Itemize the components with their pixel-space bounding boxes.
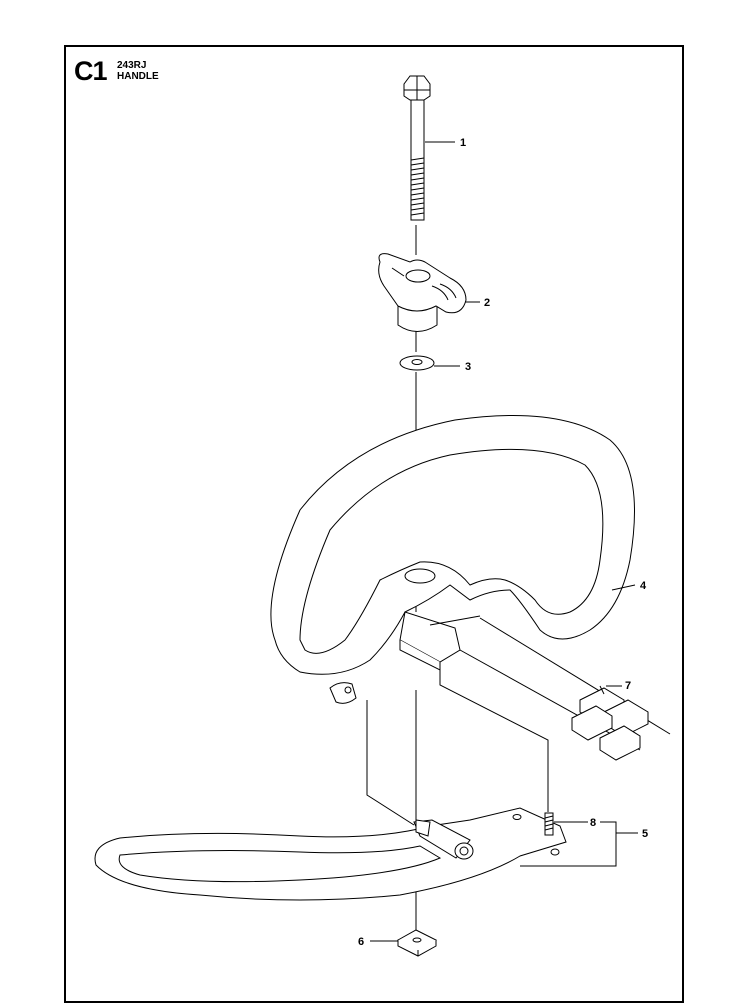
pivot-bolt-part xyxy=(413,819,474,860)
section-code: C1 xyxy=(74,56,108,86)
stud-part xyxy=(544,812,554,836)
callout-3: 3 xyxy=(465,361,471,373)
callout-8: 8 xyxy=(590,817,596,829)
leader-line xyxy=(599,685,605,695)
callout-6: 6 xyxy=(358,936,364,948)
diagram-frame xyxy=(64,45,684,1003)
model-number: 243RJ xyxy=(117,60,147,71)
leader-line xyxy=(520,821,617,867)
lower-handle-part xyxy=(94,807,567,901)
clip-part xyxy=(571,687,649,761)
callout-2: 2 xyxy=(484,297,490,309)
diagram-title: HANDLE xyxy=(117,71,159,82)
leader-line xyxy=(611,584,636,591)
guide-line xyxy=(439,668,549,812)
callout-4: 4 xyxy=(640,580,647,592)
loop-handle-part xyxy=(270,415,635,704)
guide-line xyxy=(366,700,415,826)
washer-part xyxy=(399,355,435,371)
callout-5: 5 xyxy=(642,828,648,840)
callout-1: 1 xyxy=(460,137,466,149)
bolt-part xyxy=(403,75,431,221)
knob-part xyxy=(378,253,467,332)
callout-7: 7 xyxy=(625,680,631,692)
square-nut-part xyxy=(396,929,438,957)
